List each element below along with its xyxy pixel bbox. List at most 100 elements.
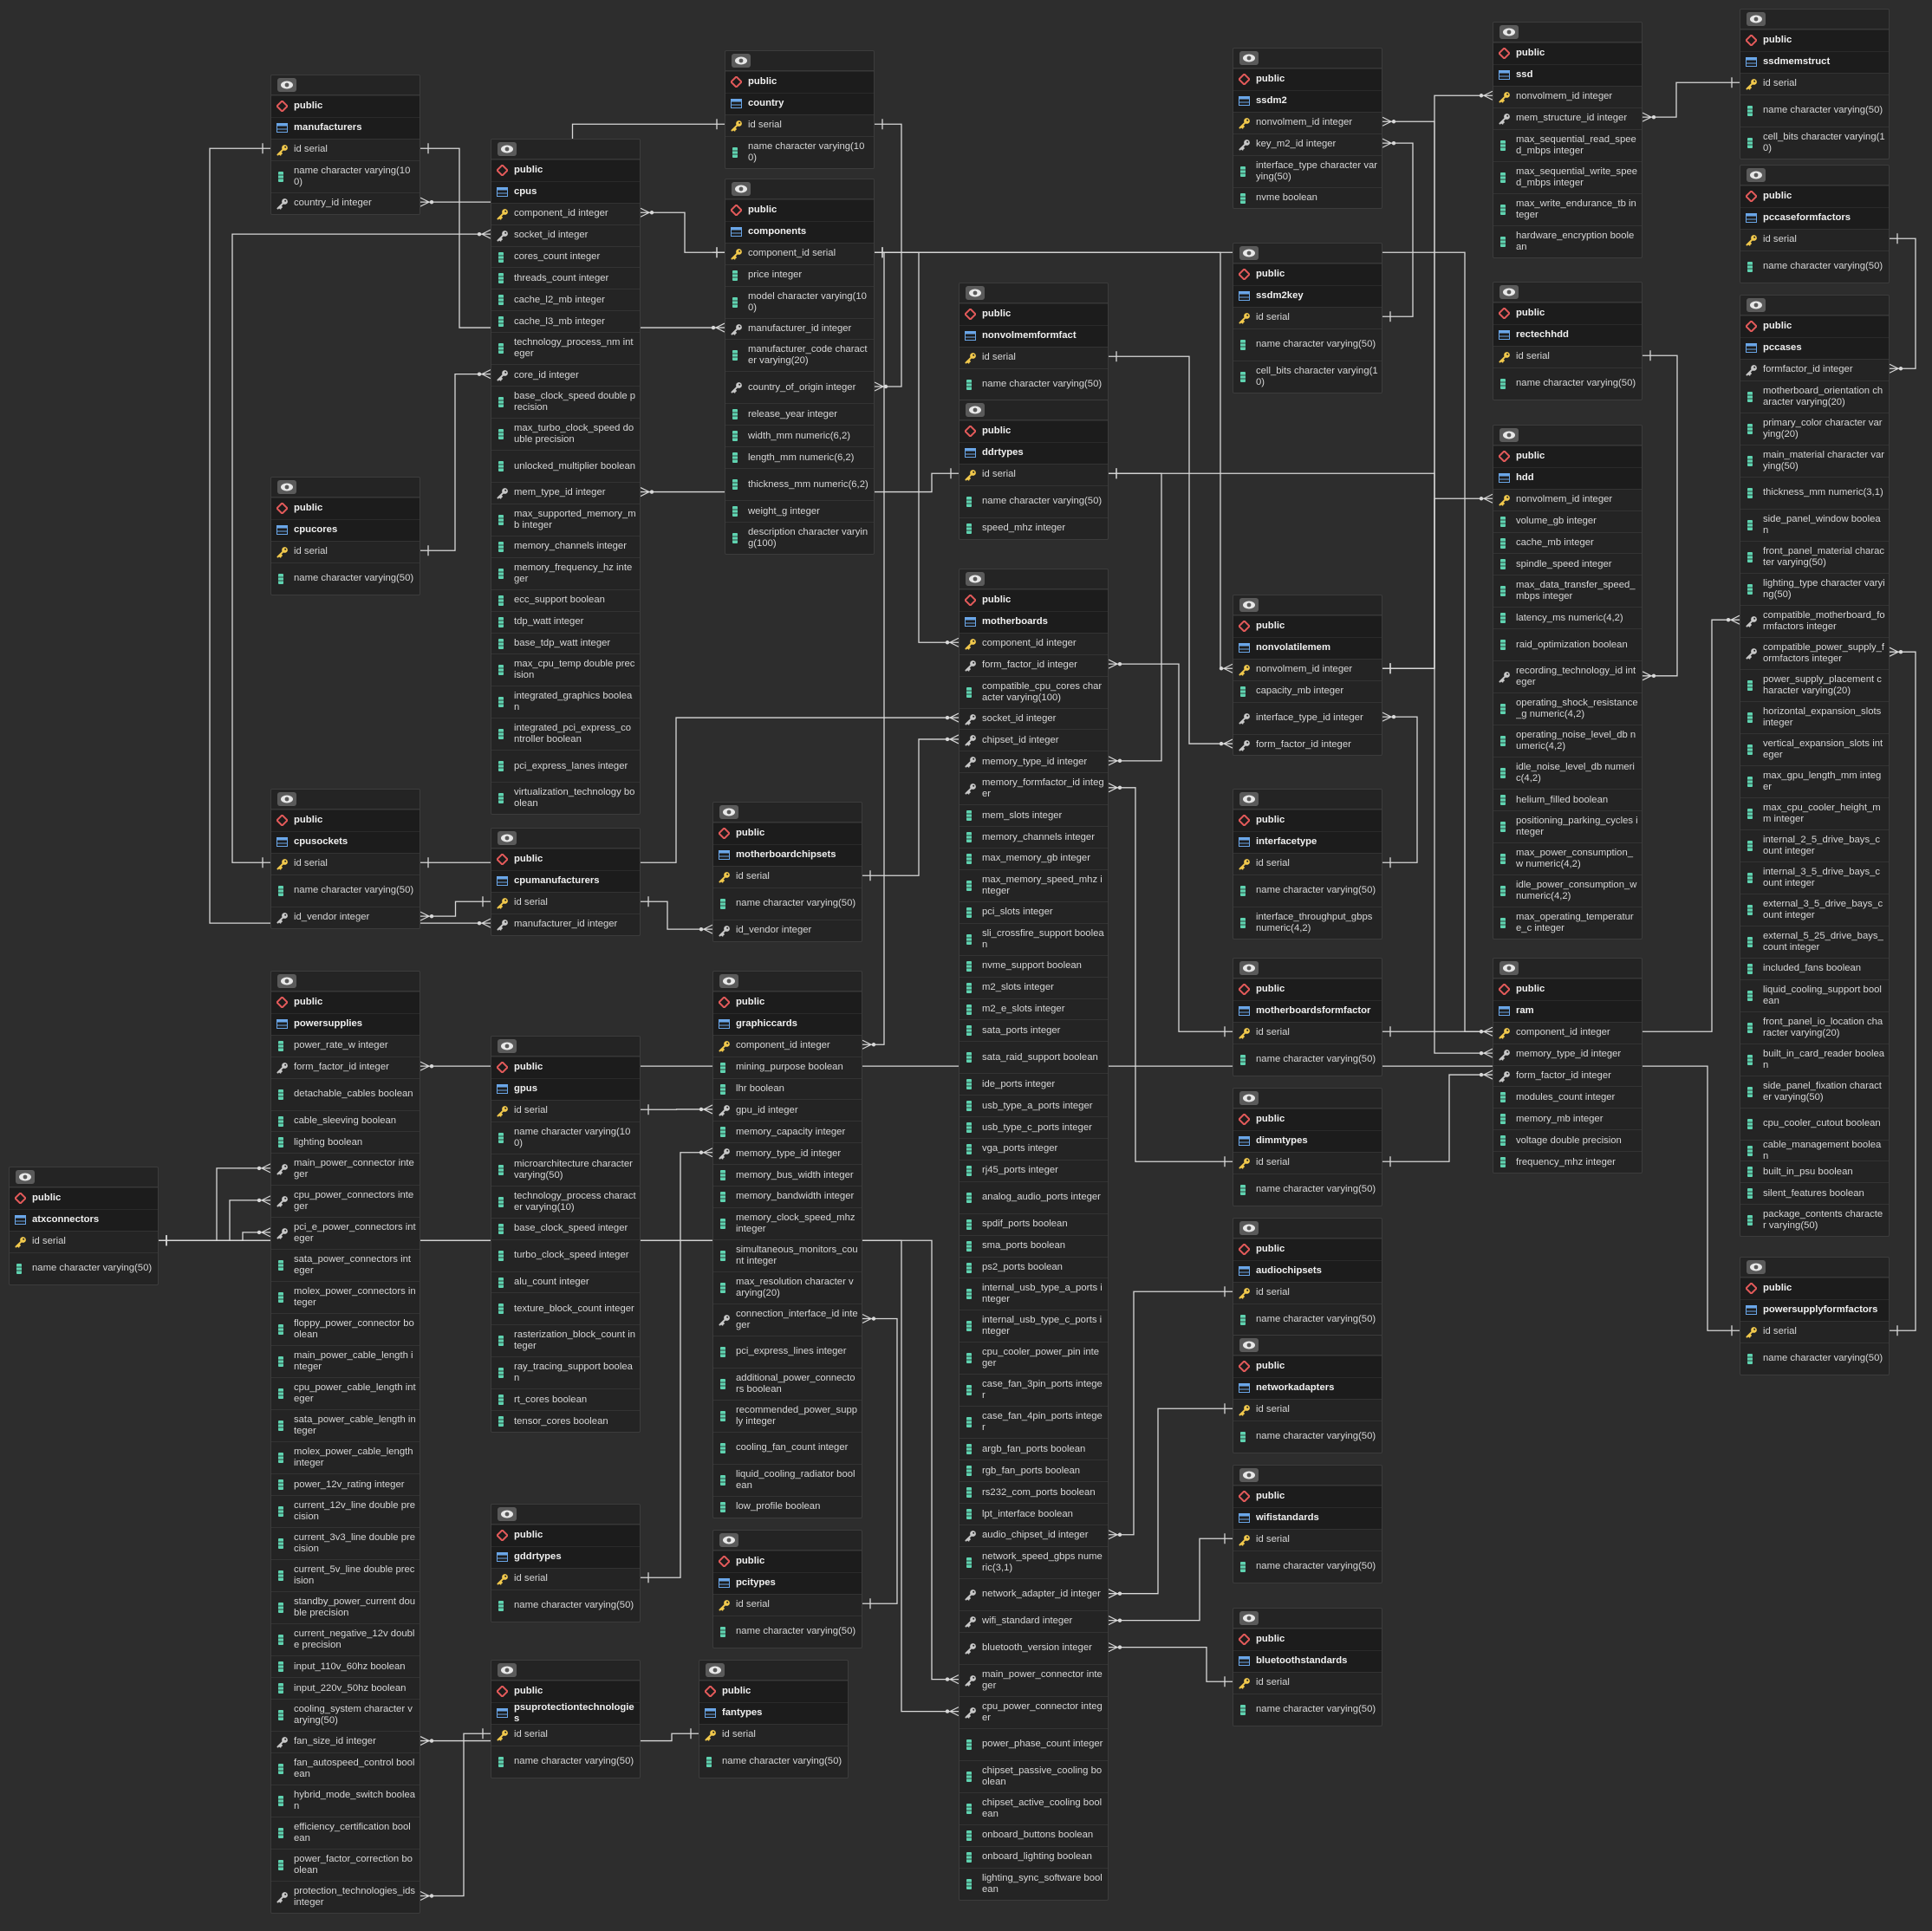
column-row[interactable]: name character varying(50): [1233, 1043, 1382, 1076]
column-row[interactable]: frequency_mhz integer: [1493, 1151, 1642, 1173]
relationship-line[interactable]: [159, 1232, 270, 1241]
column-row[interactable]: volume_gb integer: [1493, 510, 1642, 532]
column-row[interactable]: additional_power_connectors boolean: [713, 1367, 862, 1400]
column-row[interactable]: recording_technology_id integer: [1493, 660, 1642, 692]
column-row[interactable]: memory_frequency_hz integer: [491, 556, 640, 589]
column-row[interactable]: name character varying(50): [1233, 1303, 1382, 1336]
column-row[interactable]: nonvolmem_id integer: [1233, 111, 1382, 133]
relationship-line[interactable]: [420, 373, 491, 551]
column-row[interactable]: capacity_mb integer: [1233, 679, 1382, 702]
column-row[interactable]: internal_3_5_drive_bays_count integer: [1740, 861, 1889, 894]
column-row[interactable]: name character varying(50): [1233, 1550, 1382, 1583]
column-row[interactable]: compatible_motherboard_formfactors integ…: [1740, 604, 1889, 637]
column-row[interactable]: ray_tracing_support boolean: [491, 1356, 640, 1388]
column-row[interactable]: voltage double precision: [1493, 1129, 1642, 1151]
column-row[interactable]: virtualization_technology boolean: [491, 782, 640, 814]
column-row[interactable]: texture_block_count integer: [491, 1292, 640, 1324]
column-row[interactable]: cable_sleeving boolean: [271, 1109, 420, 1132]
column-row[interactable]: name character varying(50): [959, 484, 1108, 517]
column-row[interactable]: power_factor_correction boolean: [271, 1848, 420, 1881]
column-row[interactable]: max_memory_speed_mhz integer: [959, 868, 1108, 901]
relationship-line[interactable]: [1109, 663, 1233, 1032]
column-row[interactable]: lighting_type character varying(50): [1740, 572, 1889, 605]
column-row[interactable]: id serial: [271, 852, 420, 874]
column-row[interactable]: name character varying(50): [713, 1615, 862, 1648]
table-title[interactable]: nonvolatilemem: [1233, 636, 1382, 659]
relationship-line[interactable]: [1890, 651, 1916, 1331]
relationship-line[interactable]: [875, 123, 902, 387]
column-row[interactable]: id serial: [271, 138, 420, 160]
eye-icon[interactable]: [1740, 10, 1889, 29]
eye-icon[interactable]: [491, 140, 640, 159]
table-title[interactable]: atxconnectors: [10, 1208, 158, 1231]
eye-icon[interactable]: [1493, 959, 1642, 979]
column-row[interactable]: name character varying(50): [491, 1745, 640, 1778]
table-title[interactable]: motherboardsformfactor: [1233, 999, 1382, 1022]
column-row[interactable]: standby_power_current double precision: [271, 1591, 420, 1623]
column-row[interactable]: id_vendor integer: [713, 919, 862, 941]
column-row[interactable]: cpu_power_connectors integer: [271, 1185, 420, 1217]
relationship-line[interactable]: [1643, 81, 1740, 118]
column-row[interactable]: id serial: [1233, 1671, 1382, 1694]
column-row[interactable]: socket_id integer: [491, 224, 640, 246]
column-row[interactable]: operating_shock_resistance_g numeric(4,2…: [1493, 692, 1642, 725]
table-title[interactable]: psuprotectiontechnologies: [491, 1702, 640, 1724]
table-title[interactable]: ssdmemstruct: [1740, 50, 1889, 73]
table-title[interactable]: ddrtypes: [959, 441, 1108, 464]
column-row[interactable]: sata_ports integer: [959, 1019, 1108, 1041]
column-row[interactable]: socket_id integer: [959, 707, 1108, 730]
column-row[interactable]: name character varying(50): [959, 367, 1108, 400]
column-row[interactable]: id serial: [1740, 228, 1889, 250]
column-row[interactable]: lpt_interface boolean: [959, 1503, 1108, 1525]
column-row[interactable]: built_in_psu boolean: [1740, 1161, 1889, 1182]
column-row[interactable]: cpu_power_cable_length integer: [271, 1377, 420, 1409]
column-row[interactable]: bluetooth_version integer: [959, 1631, 1108, 1664]
column-row[interactable]: mining_purpose boolean: [713, 1056, 862, 1078]
column-row[interactable]: memory_bus_width integer: [713, 1164, 862, 1186]
column-row[interactable]: speed_mhz integer: [959, 517, 1108, 539]
column-row[interactable]: nonvolmem_id integer: [1493, 85, 1642, 107]
eye-icon[interactable]: [1233, 1336, 1382, 1356]
column-row[interactable]: cell_bits character varying(10): [1740, 126, 1889, 159]
column-row[interactable]: max_write_endurance_tb integer: [1493, 192, 1642, 225]
column-row[interactable]: memory_channels integer: [491, 535, 640, 557]
column-row[interactable]: name character varying(50): [271, 874, 420, 907]
table-title[interactable]: networkadapters: [1233, 1376, 1382, 1399]
column-row[interactable]: width_mm numeric(6,2): [725, 425, 874, 446]
column-row[interactable]: mem_slots integer: [959, 804, 1108, 826]
column-row[interactable]: cell_bits character varying(10): [1233, 360, 1382, 393]
column-row[interactable]: m2_slots integer: [959, 976, 1108, 998]
column-row[interactable]: id serial: [1233, 1398, 1382, 1421]
column-row[interactable]: side_panel_window boolean: [1740, 508, 1889, 541]
column-row[interactable]: id serial: [1493, 345, 1642, 367]
relationship-line[interactable]: [1382, 142, 1414, 317]
column-row[interactable]: release_year integer: [725, 403, 874, 425]
column-row[interactable]: component_id integer: [491, 202, 640, 224]
column-row[interactable]: fan_size_id integer: [271, 1731, 420, 1752]
relationship-line[interactable]: [1109, 787, 1233, 1162]
column-row[interactable]: name character varying(50): [699, 1745, 848, 1778]
column-row[interactable]: id_vendor integer: [271, 906, 420, 928]
eye-icon[interactable]: [271, 972, 420, 992]
column-row[interactable]: name character varying(50): [1233, 1173, 1382, 1206]
column-row[interactable]: manufacturer_id integer: [725, 317, 874, 340]
column-row[interactable]: length_mm numeric(6,2): [725, 446, 874, 468]
column-row[interactable]: hardware_encryption boolean: [1493, 224, 1642, 257]
column-row[interactable]: main_power_cable_length integer: [271, 1345, 420, 1377]
column-row[interactable]: manufacturer_id integer: [491, 913, 640, 935]
column-row[interactable]: name character varying(100): [491, 1121, 640, 1154]
column-row[interactable]: tdp_watt integer: [491, 610, 640, 633]
column-row[interactable]: side_panel_fixation character varying(50…: [1740, 1075, 1889, 1108]
column-row[interactable]: base_tdp_watt integer: [491, 632, 640, 654]
column-row[interactable]: network_speed_gbps numeric(3,1): [959, 1545, 1108, 1578]
